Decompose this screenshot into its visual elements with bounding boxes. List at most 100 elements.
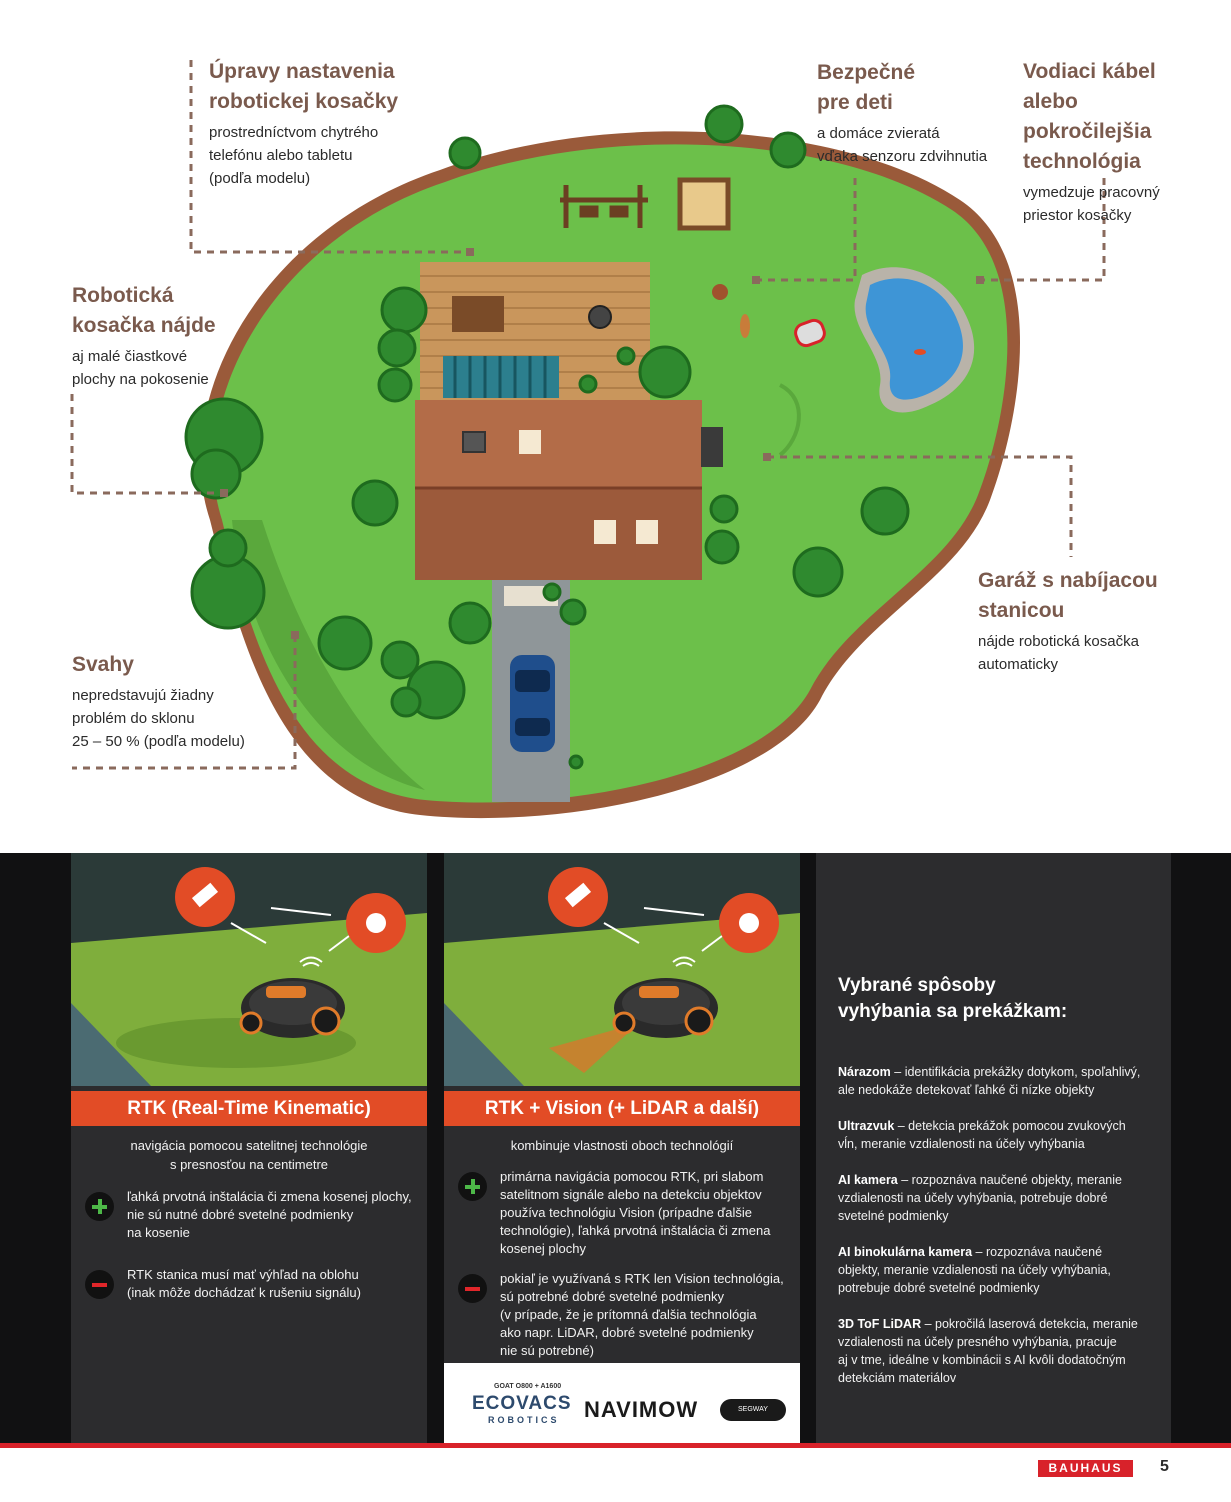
info-term: Ultrazvuk — [838, 1119, 895, 1133]
callout-small-areas: Robotická kosačka nájde aj malé čiastkov… — [72, 281, 216, 391]
callout-desc: a domáce zvieratá — [817, 125, 940, 142]
con-line: nie sú potrebné) — [500, 1343, 594, 1358]
brand-logos: GOAT O800 + A1600 ECOVACS ROBOTICS NAVIM… — [444, 1363, 800, 1443]
callout-desc: priestor kosačky — [1023, 207, 1132, 224]
info-text: ale nedokáže detekovať ľahké či nízke ob… — [838, 1083, 1095, 1097]
callout-desc: nájde robotická kosačka — [978, 633, 1139, 650]
info-text: objekty, meranie vzdialenosti na účely v… — [838, 1263, 1111, 1277]
plus-icon — [85, 1192, 114, 1221]
con-line: ako napr. LiDAR, dobré svetelné podmienk… — [500, 1325, 754, 1340]
callout-desc: prostredníctvom chytrého — [209, 124, 379, 141]
callout-desc: vymedzuje pracovný — [1023, 184, 1160, 201]
vision-pro: primárna navigácia pomocou RTK, pri slab… — [458, 1168, 788, 1258]
rtk-banner: RTK (Real-Time Kinematic) — [71, 1091, 427, 1126]
info-term: Nárazom — [838, 1065, 891, 1079]
info-item: AI binokulárna kamera – rozpoznáva nauče… — [838, 1243, 1158, 1297]
navimow-logo: NAVIMOW — [584, 1397, 699, 1422]
callout-desc: problém do sklonu — [72, 710, 195, 727]
info-text: detekciám materiálov — [838, 1371, 957, 1385]
callout-title: Vodiaci kábel — [1023, 60, 1156, 83]
info-title: Vybrané spôsoby — [838, 975, 996, 996]
garden-illustration — [70, 60, 1106, 819]
vision-con: pokiaľ je využívaná s RTK len Vision tec… — [458, 1270, 788, 1360]
info-text: aj v tme, ideálne v kombinácii s AI kvôl… — [838, 1353, 1126, 1367]
vision-subtitle: kombinuje vlastnosti oboch technológií — [510, 1138, 734, 1153]
footer-rule — [0, 1443, 1231, 1448]
rtk-con: RTK stanica musí mať výhľad na oblohu (i… — [85, 1266, 415, 1302]
callout-title: Svahy — [72, 653, 134, 676]
rtk-pro: ľahká prvotná inštalácia či zmena kosene… — [85, 1188, 415, 1242]
mower-image — [239, 978, 345, 1038]
info-term: AI kamera — [838, 1173, 898, 1187]
con-line: RTK stanica musí mať výhľad na oblohu — [127, 1267, 359, 1282]
info-text: – pokročilá laserová detekcia, meranie — [921, 1317, 1138, 1331]
callout-title: Garáž s nabíjacou — [978, 569, 1158, 592]
info-text: – detekcia prekážok pomocou zvukových — [894, 1119, 1126, 1133]
callout-app-settings: Úpravy nastavenia robotickej kosačky pro… — [209, 57, 398, 190]
segway-logo: SEGWAY — [720, 1399, 786, 1421]
charging-garage — [701, 427, 723, 467]
bauhaus-logo: BAUHAUS — [1038, 1460, 1133, 1477]
info-text: vzdialenosti na účely presného vyhýbania… — [838, 1335, 1117, 1349]
car — [510, 655, 555, 752]
con-line: (inak môže dochádzať k rušeniu signálu) — [127, 1285, 361, 1300]
callout-title: pokročilejšia — [1023, 120, 1152, 143]
minus-icon — [85, 1270, 114, 1299]
lawn-shade — [232, 520, 425, 790]
rtk-subtitle: navigácia pomocou satelitnej technológie — [130, 1138, 368, 1153]
callout-title: Úpravy nastavenia — [209, 60, 395, 83]
callout-desc: aj malé čiastkové — [72, 348, 188, 365]
callout-desc: plochy na pokosenie — [72, 371, 209, 388]
vision-panel: RTK + Vision (+ LiDAR a další) kombinuje… — [444, 853, 800, 1443]
dog — [740, 314, 750, 338]
callout-title: robotickej kosačky — [209, 90, 399, 113]
obstacle-info-panel: Vybrané spôsoby vyhýbania sa prekážkam: … — [816, 853, 1171, 1443]
pro-line: primárna navigácia pomocou RTK, pri slab… — [500, 1169, 764, 1184]
info-item: AI kamera – rozpoznáva naučené objekty, … — [838, 1171, 1158, 1225]
info-text: vĺn, meranie vzdialenosti na účely vyhýb… — [838, 1137, 1085, 1151]
callout-title: pre deti — [817, 91, 893, 114]
pergola — [443, 356, 559, 398]
vision-photo — [444, 853, 800, 1086]
callout-desc: nepredstavujú žiadny — [72, 687, 214, 704]
info-term: AI binokulárna kamera — [838, 1245, 973, 1259]
minus-icon — [458, 1274, 487, 1303]
callout-child-safe: Bezpečné pre deti a domáce zvieratá vďak… — [817, 58, 987, 168]
con-line: sú potrebné dobré svetelné podmienky — [500, 1289, 725, 1304]
page-number: 5 — [1160, 1458, 1169, 1475]
info-item: Ultrazvuk – detekcia prekážok pomocou zv… — [838, 1117, 1158, 1153]
callout-desc: vďaka senzoru zdvihnutia — [817, 148, 988, 165]
callout-garage: Garáž s nabíjacou stanicou nájde robotic… — [978, 566, 1158, 676]
info-term: 3D ToF LiDAR — [838, 1317, 922, 1331]
pro-line: technológie), ľahká prvotná inštalácia č… — [500, 1223, 771, 1238]
callout-leaders — [70, 60, 1106, 770]
callout-title: Robotická — [72, 284, 174, 307]
info-text: potrebuje dobré svetelné podmienky — [838, 1281, 1040, 1295]
info-item: Nárazom – identifikácia prekážky dotykom… — [838, 1063, 1158, 1099]
callout-desc: automaticky — [978, 656, 1059, 673]
pro-line: ľahká prvotná inštalácia či zmena kosene… — [127, 1189, 412, 1204]
info-text: – identifikácia prekážky dotykom, spoľah… — [890, 1065, 1141, 1079]
callout-title: technológia — [1023, 150, 1141, 173]
pro-line: kosenej plochy — [500, 1241, 586, 1256]
rtk-panel: RTK (Real-Time Kinematic) navigácia pomo… — [71, 853, 427, 1443]
ecovacs-logo-sub: ROBOTICS — [488, 1415, 560, 1425]
ecovacs-model: GOAT O800 + A1600 — [494, 1383, 562, 1390]
info-text: vzdialenosti na účely vyhýbania, potrebu… — [838, 1191, 1108, 1205]
info-text: – rozpoznáva naučené objekty, meranie — [897, 1173, 1122, 1187]
mower — [794, 318, 826, 348]
sandbox — [677, 177, 731, 231]
swing-set — [560, 185, 648, 228]
callout-desc: (podľa modelu) — [209, 170, 311, 187]
rtk-photo — [71, 853, 427, 1086]
callout-title: kosačka nájde — [72, 314, 216, 337]
callout-title: stanicou — [978, 599, 1065, 622]
pro-line: satelitnom signále alebo na detekciu obj… — [500, 1187, 762, 1202]
mower-image — [612, 978, 718, 1038]
con-line: pokiaľ je využívaná s RTK len Vision tec… — [500, 1271, 784, 1286]
pro-line: nie sú nutné dobré svetelné podmienky — [127, 1207, 354, 1222]
callout-desc: telefónu alebo tabletu — [209, 147, 353, 164]
info-text: – rozpoznáva naučené — [972, 1245, 1103, 1259]
person — [712, 284, 728, 300]
callout-slopes: Svahy nepredstavujú žiadny problém do sk… — [72, 650, 245, 753]
